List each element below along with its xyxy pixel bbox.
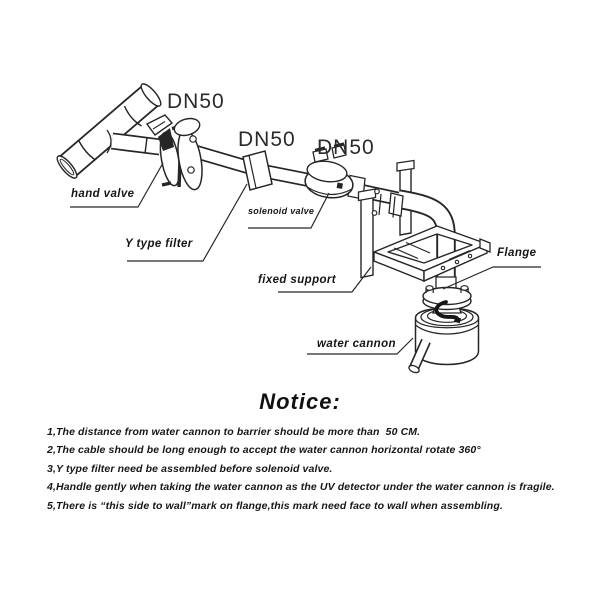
water-cannon-drawing: [408, 307, 480, 374]
water-cannon-label: water cannon: [317, 338, 396, 350]
fixed-support-frame-drawing: [357, 188, 491, 283]
dn50-label-3: DN50: [317, 136, 375, 159]
tee-branch-drawing: [106, 129, 162, 156]
notice-item-1: 1,The distance from water cannon to barr…: [47, 426, 421, 438]
fixed-support-label: fixed support: [258, 274, 337, 286]
supply-pipe-drawing: [56, 83, 162, 179]
hand-valve-label: hand valve: [71, 188, 135, 200]
leader-lines: [70, 162, 541, 355]
flange-drawing: [422, 285, 472, 324]
notice-item-4: 4,Handle gently when taking the water ca…: [47, 481, 555, 494]
notice-item-2: 2,The cable should be long enough to acc…: [47, 444, 481, 457]
notice-item-3: 3,Y type filter need be assembled before…: [47, 462, 333, 475]
notice-title: Notice:: [259, 389, 341, 414]
y-type-filter-label: Y type filter: [125, 238, 193, 250]
solenoid-valve-drawing: [304, 142, 366, 200]
dn50-label-2: DN50: [238, 128, 296, 151]
hand-valve-drawing: [145, 114, 203, 191]
notice-item-5: 5,There is “this side to wall”mark on fl…: [47, 499, 503, 512]
notice-list: 1,The distance from water cannon to barr…: [47, 423, 587, 515]
dn50-label-1: DN50: [167, 90, 225, 113]
solenoid-valve-label: solenoid valve: [248, 206, 315, 216]
flange-label: Flange: [497, 247, 537, 259]
y-type-filter-drawing: [242, 150, 273, 191]
